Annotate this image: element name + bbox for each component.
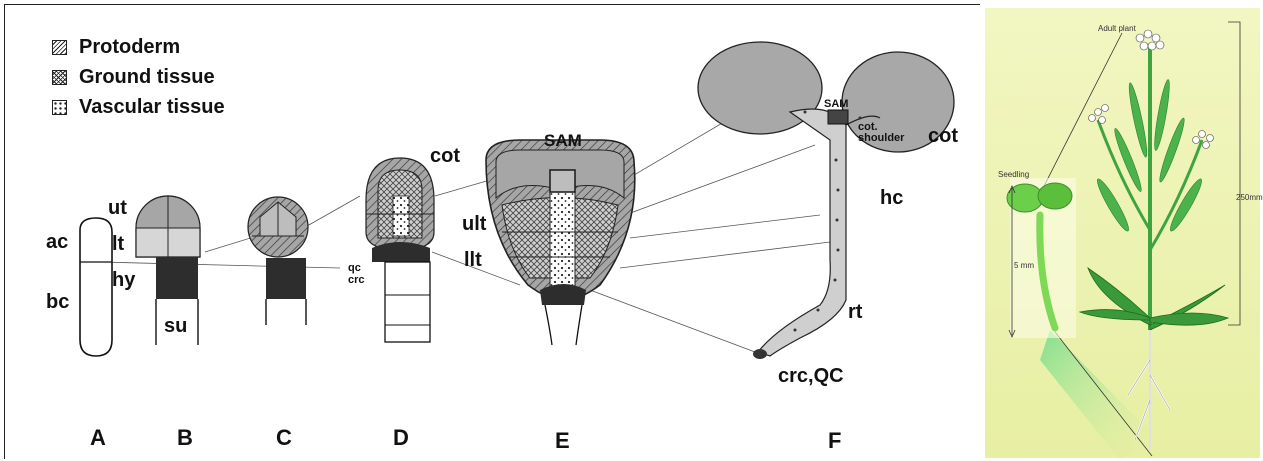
seedling-drawing bbox=[1007, 178, 1076, 338]
stage-a-label: A bbox=[90, 425, 106, 450]
stage-b-label: B bbox=[177, 425, 193, 450]
label-ult: ult bbox=[462, 213, 487, 235]
label-hc: hc bbox=[880, 187, 903, 209]
label-adult-plant: Adult plant bbox=[1098, 24, 1137, 33]
plant-panel: Adult plant Seedling 5 mm 250mm bbox=[985, 8, 1263, 460]
label-sam-f: SAM bbox=[824, 98, 848, 110]
label-crc-qc: crc,QC bbox=[778, 365, 844, 387]
label-seedling: Seedling bbox=[998, 170, 1029, 179]
label-cot-f: cot bbox=[928, 125, 958, 147]
embryo-stage-c bbox=[248, 197, 308, 325]
embryo-stage-d bbox=[366, 158, 434, 342]
label-crc: crc bbox=[348, 274, 365, 286]
label-sam-e: SAM bbox=[544, 131, 582, 150]
stage-c-label: C bbox=[276, 425, 292, 450]
embryo-stage-a bbox=[80, 218, 112, 356]
stage-e-label: E bbox=[555, 428, 570, 453]
label-lt: lt bbox=[112, 233, 125, 255]
label-hy: hy bbox=[112, 269, 136, 291]
label-adult-size: 250mm bbox=[1236, 193, 1263, 202]
label-bc: bc bbox=[46, 291, 69, 313]
label-ut: ut bbox=[108, 197, 127, 219]
stage-f-label: F bbox=[828, 428, 841, 453]
embryo-stage-f bbox=[698, 42, 954, 359]
label-ac: ac bbox=[46, 231, 68, 253]
label-qc: qc bbox=[348, 262, 361, 274]
label-llt: llt bbox=[464, 249, 482, 271]
label-cot-e: cot bbox=[430, 145, 460, 167]
label-seedling-size: 5 mm bbox=[1014, 261, 1034, 270]
embryo-stage-e bbox=[486, 140, 635, 345]
stage-letters: A B C D E F bbox=[90, 425, 841, 453]
label-cot-shoulder-2: shoulder bbox=[858, 132, 905, 144]
label-rt: rt bbox=[848, 301, 863, 323]
stage-d-label: D bbox=[393, 425, 409, 450]
label-su: su bbox=[164, 315, 187, 337]
